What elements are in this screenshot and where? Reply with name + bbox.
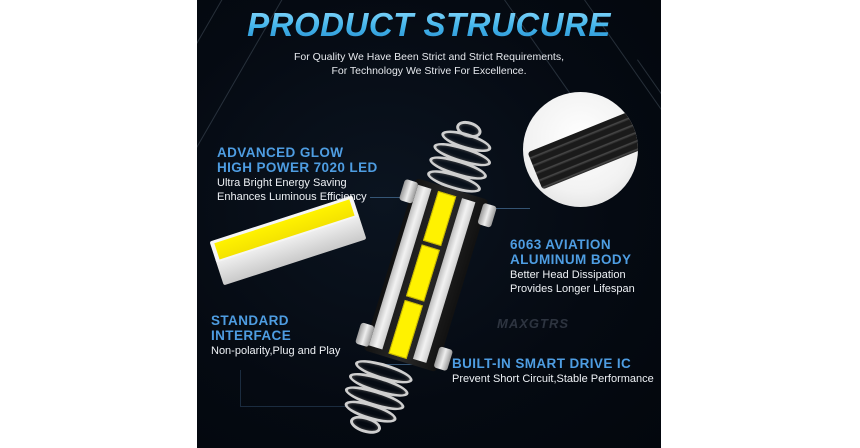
feature-interface: STANDARD INTERFACE Non-polarity,Plug and… — [211, 313, 340, 358]
subtitle-line-2: For Technology We Strive For Excellence. — [331, 65, 527, 77]
page-subtitle: For Quality We Have Been Strict and Stri… — [197, 50, 661, 78]
subtitle-line-1: For Quality We Have Been Strict and Stri… — [294, 51, 564, 63]
heatsink-fins — [527, 110, 638, 190]
feature-led-heading-2: HIGH POWER 7020 LED — [217, 160, 378, 175]
feature-aluminum-desc-2: Provides Longer Lifespan — [510, 283, 635, 295]
feature-led-desc-1: Ultra Bright Energy Saving — [217, 177, 347, 189]
heatsink-closeup-icon — [523, 92, 638, 207]
feature-driver-ic-heading: BUILT-IN SMART DRIVE IC — [452, 356, 632, 371]
feature-led-desc-2: Enhances Luminous Efficiency — [217, 191, 367, 203]
feature-aluminum-heading-1: 6063 AVIATION — [510, 237, 611, 252]
feature-driver-ic-desc: Prevent Short Circuit,Stable Performance — [452, 373, 654, 385]
feature-driver-ic: BUILT-IN SMART DRIVE IC Prevent Short Ci… — [452, 356, 654, 386]
decor-line — [637, 59, 661, 224]
feature-aluminum-heading-2: ALUMINUM BODY — [510, 252, 632, 267]
brand-watermark: MAXGTRS — [497, 316, 569, 331]
feature-interface-heading-1: STANDARD — [211, 313, 289, 328]
feature-interface-heading-2: INTERFACE — [211, 328, 292, 343]
page-title: PRODUCT STRUCURE — [197, 6, 661, 44]
feature-interface-desc-1: Non-polarity,Plug and Play — [211, 345, 341, 357]
feature-aluminum-desc-1: Better Head Dissipation — [510, 269, 626, 281]
feature-aluminum: 6063 AVIATION ALUMINUM BODY Better Head … — [510, 237, 635, 296]
decor-frame — [240, 370, 346, 407]
feature-led: ADVANCED GLOW HIGH POWER 7020 LED Ultra … — [217, 145, 378, 204]
feature-led-heading-1: ADVANCED GLOW — [217, 145, 344, 160]
